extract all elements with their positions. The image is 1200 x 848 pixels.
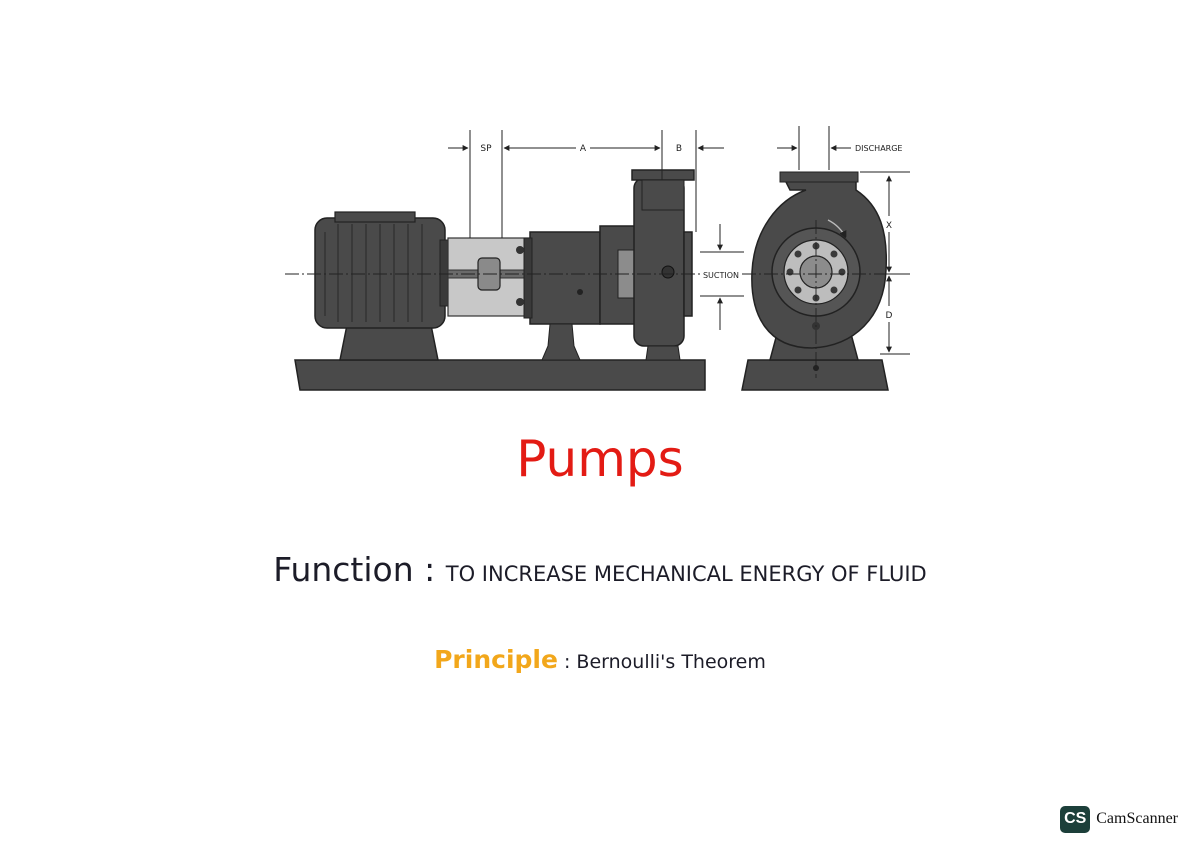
base-plate (294, 359, 706, 391)
motor (314, 211, 449, 329)
dim-label-a: A (580, 144, 587, 154)
principle-value: Bernoulli's Theorem (576, 651, 766, 673)
bearing-frame (516, 231, 601, 361)
function-line: Function : TO INCREASE MECHANICAL ENERGY… (0, 550, 1200, 589)
dim-label-discharge: DISCHARGE (855, 144, 902, 153)
page-title: Pumps (516, 430, 684, 488)
pump-end-view: DISCHARGE X D (741, 126, 910, 391)
end-view-base (741, 359, 889, 391)
camscanner-logo-icon: CS (1060, 805, 1091, 833)
dim-label-b: B (676, 144, 682, 154)
dim-label-x: X (886, 221, 892, 231)
pump-side-view: SP A B SUCTION (285, 130, 744, 391)
dim-label-suction: SUCTION (703, 271, 739, 280)
dim-label-d: D (886, 311, 893, 321)
principle-separator: : (557, 651, 577, 673)
camscanner-watermark: CS CamScanner (1060, 804, 1178, 834)
function-value: TO INCREASE MECHANICAL ENERGY OF FLUID (445, 562, 927, 586)
centrifugal-pump-diagram: SP A B SUCTION (285, 126, 910, 391)
principle-line: Principle : Bernoulli's Theorem (0, 645, 1200, 674)
dim-label-sp: SP (480, 144, 492, 154)
principle-label: Principle (434, 645, 558, 674)
camscanner-text: CamScanner (1096, 810, 1178, 827)
function-label: Function (273, 550, 414, 589)
function-separator: : (413, 550, 446, 589)
pump-casing (599, 169, 695, 361)
